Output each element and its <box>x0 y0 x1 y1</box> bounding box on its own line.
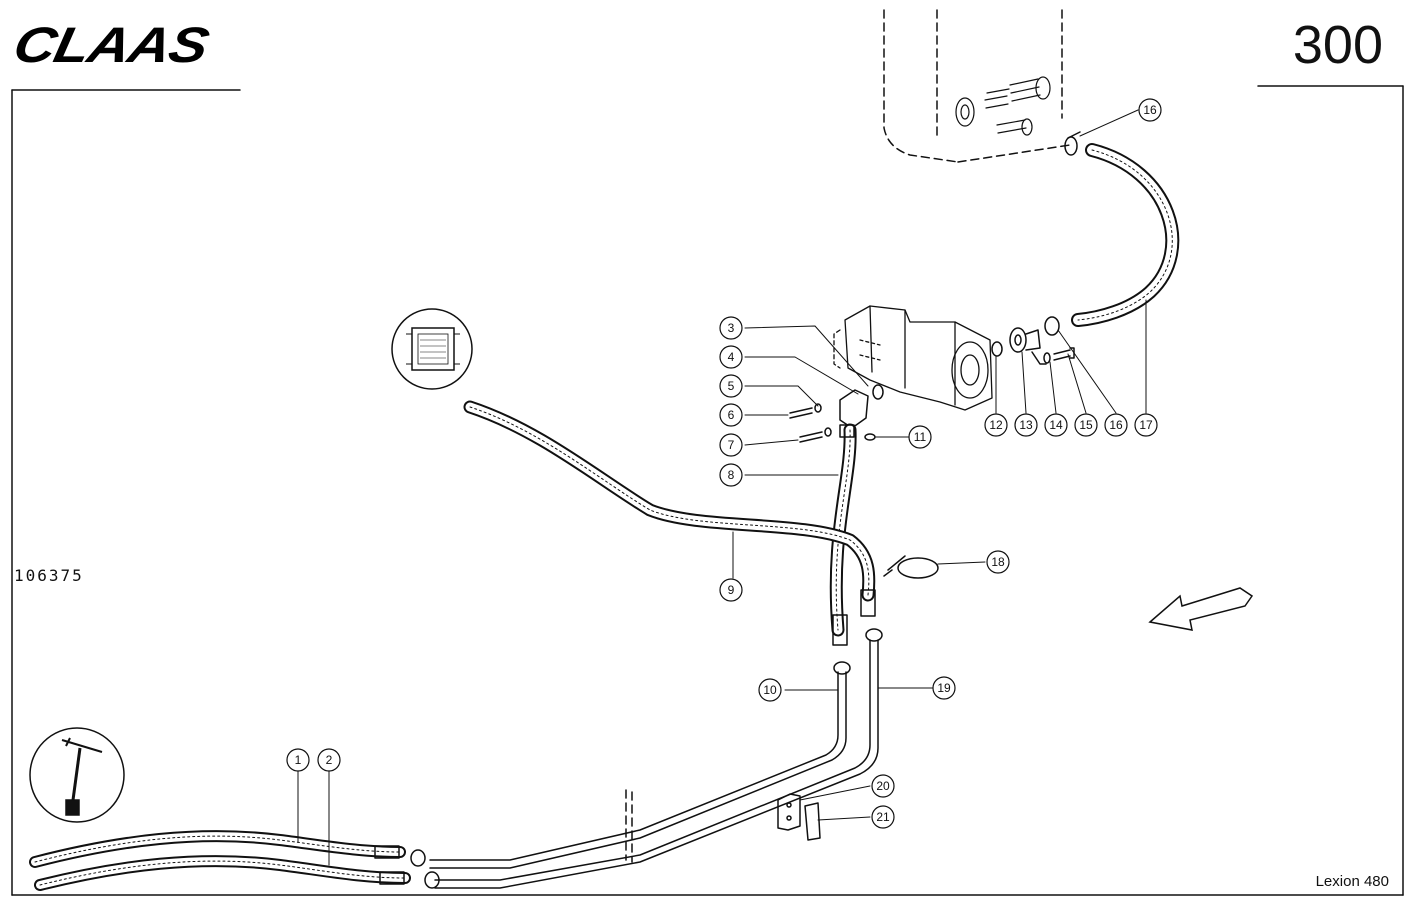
callout-circle <box>986 550 1010 574</box>
hose-17 <box>1071 143 1180 327</box>
callout-label: 16 <box>1109 418 1123 432</box>
callout-circle <box>1134 413 1158 437</box>
hose-8 <box>829 423 857 646</box>
callout-circle <box>719 463 743 487</box>
callout-circle <box>1138 98 1162 122</box>
callout-circle <box>1074 413 1098 437</box>
steel-tube-19 <box>434 628 883 889</box>
callout-label: 3 <box>728 321 735 335</box>
callout-label: 6 <box>728 408 735 422</box>
callout-circle <box>871 774 895 798</box>
drawing-number: 106375 <box>14 566 84 585</box>
bracket-21 <box>804 802 821 841</box>
hose-clamp-18 <box>883 555 939 579</box>
o-ring-11 <box>864 433 876 441</box>
callout-label: 19 <box>937 681 951 695</box>
break-mark <box>625 789 633 863</box>
callout-label: 13 <box>1019 418 1033 432</box>
flange-13 <box>1009 327 1041 353</box>
hose-9 <box>463 400 876 617</box>
hose-2 <box>34 855 440 891</box>
callout-label: 18 <box>991 555 1005 569</box>
callout-label: 4 <box>728 350 735 364</box>
steel-tube-10 <box>429 661 851 869</box>
callout-circle <box>871 805 895 829</box>
callout-label: 9 <box>728 583 735 597</box>
callout-circle <box>984 413 1008 437</box>
page-number: 300 <box>1292 15 1383 75</box>
washer-5 <box>814 403 822 413</box>
washer-7 <box>824 427 832 437</box>
bolt-6 <box>789 407 813 419</box>
callout-label: 16 <box>1143 103 1157 117</box>
callout-circle <box>719 345 743 369</box>
callout-circle <box>719 316 743 340</box>
callout-label: 7 <box>728 438 735 452</box>
callout-label: 2 <box>326 753 333 767</box>
model-label: Lexion 480 <box>1315 873 1389 890</box>
elbow-fitting-4 <box>839 384 884 429</box>
callout-label: 12 <box>989 418 1003 432</box>
callout-circle <box>1104 413 1128 437</box>
callout-circle <box>1014 413 1038 437</box>
clamp-16-lower <box>1044 316 1060 336</box>
tank-fittings <box>955 76 1051 136</box>
leader-lines <box>297 109 1147 866</box>
callout-label: 21 <box>876 810 890 824</box>
hose-1 <box>29 830 426 868</box>
callout-circle <box>932 676 956 700</box>
callout-label: 5 <box>728 379 735 393</box>
callout-label: 17 <box>1139 418 1153 432</box>
callout-label: 20 <box>876 779 890 793</box>
callout-circle <box>286 748 310 772</box>
callout-circle <box>719 578 743 602</box>
o-ring-12 <box>991 341 1003 357</box>
clip-20 <box>777 793 801 831</box>
tank-outline <box>883 9 1071 163</box>
callout-circle <box>1044 413 1068 437</box>
callout-label: 14 <box>1049 418 1063 432</box>
callout-circle <box>719 433 743 457</box>
bolt-7 <box>799 431 823 443</box>
callout-circle <box>719 374 743 398</box>
callout-circle <box>758 678 782 702</box>
direction-arrow-icon <box>1148 587 1254 631</box>
dipstick-icon <box>29 727 125 823</box>
hydraulic-pump <box>833 305 993 411</box>
radiator-icon <box>391 308 473 390</box>
callout-circle <box>908 425 932 449</box>
callout-circle <box>719 403 743 427</box>
callout-label: 1 <box>295 753 302 767</box>
bolt-15 <box>1053 347 1075 361</box>
callout-label: 8 <box>728 468 735 482</box>
callout-label: 10 <box>763 683 777 697</box>
washer-14 <box>1043 352 1051 364</box>
clamp-16-top-screw <box>1067 131 1081 139</box>
leader-13-14 <box>1031 351 1047 365</box>
callout-circle <box>317 748 341 772</box>
callout-label: 11 <box>914 430 927 444</box>
callout-label: 15 <box>1079 418 1093 432</box>
